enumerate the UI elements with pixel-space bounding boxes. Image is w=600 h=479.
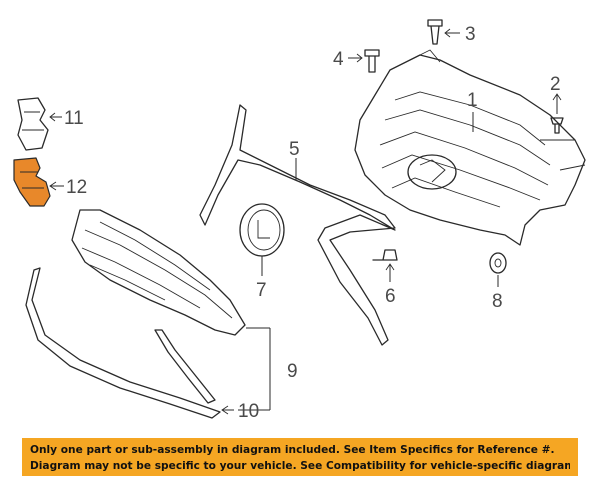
bumper-molding-part-10 (25, 267, 234, 419)
molding-part-5 (199, 104, 396, 346)
lower-grille-part-9 (71, 209, 271, 411)
callout-8: 8 (492, 291, 503, 312)
callout-10: 10 (238, 401, 259, 422)
callout-7: 7 (256, 280, 267, 301)
callout-3: 3 (465, 24, 476, 45)
callout-2: 2 (550, 74, 561, 95)
callout-1: 1 (467, 90, 478, 111)
highlighted-bracket-part-12 (13, 157, 64, 207)
disclaimer-line-1: Only one part or sub-assembly in diagram… (30, 444, 555, 456)
callout-11: 11 (64, 108, 84, 129)
callout-5: 5 (289, 139, 300, 160)
parts-diagram: 1 2 3 4 5 6 7 8 9 10 11 12 (13, 19, 586, 422)
emblem-part-7 (239, 203, 285, 276)
screw-part-6 (372, 249, 398, 282)
push-pin-part-3 (427, 19, 460, 45)
grille-assembly-part-1 (354, 49, 586, 246)
callout-4: 4 (333, 49, 344, 70)
callout-9: 9 (287, 361, 298, 382)
bolt-part-4 (348, 49, 380, 73)
washer-part-8 (489, 252, 507, 287)
callout-6: 6 (385, 286, 396, 307)
callout-12: 12 (66, 177, 87, 198)
bracket-part-11 (17, 97, 62, 151)
clip-part-2 (550, 93, 564, 134)
disclaimer-banner: Only one part or sub-assembly in diagram… (22, 438, 578, 476)
disclaimer-line-2: Diagram may not be specific to your vehi… (30, 460, 570, 472)
